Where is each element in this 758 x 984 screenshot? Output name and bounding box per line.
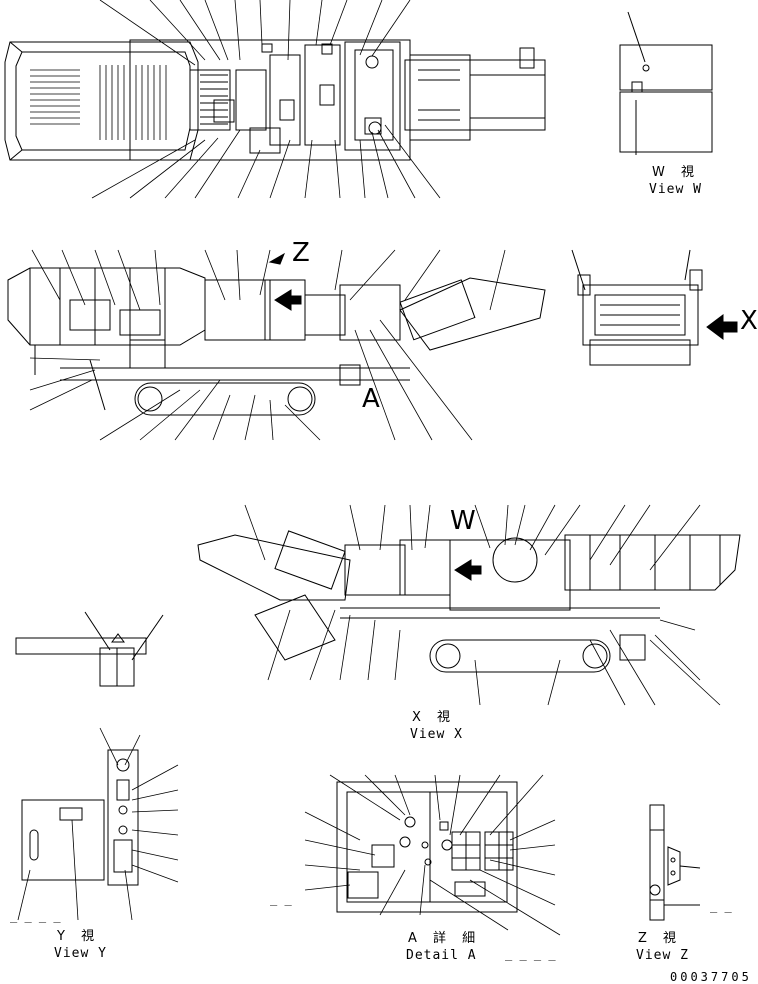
view-x-title-jp: X 視	[412, 710, 457, 725]
view-z-title-en: View Z	[636, 948, 689, 963]
callout-a: A	[362, 384, 381, 414]
dash-marks-4: _ _	[710, 899, 732, 913]
callout-x: X	[740, 306, 758, 336]
small-left-view	[15, 611, 164, 687]
detail-a-title-jp: A 詳 細	[408, 931, 482, 946]
view-x-leaders	[244, 504, 721, 706]
view-y-drawing	[17, 727, 179, 921]
view-w-title-en: View W	[649, 182, 702, 197]
dash-marks-2: _ _ _ _	[505, 947, 556, 961]
view-z-title-jp: Z 視	[638, 931, 683, 946]
top-plan-view	[4, 0, 546, 199]
callout-w: W	[450, 506, 477, 536]
view-w-drawing	[619, 11, 713, 155]
side-view	[7, 249, 546, 441]
dash-marks-3: _ _ _ _	[10, 909, 61, 923]
view-y-title-jp: Y 視	[57, 929, 101, 944]
detail-a-title-en: Detail A	[406, 948, 477, 963]
x-direction-view	[571, 249, 738, 366]
hopper-grille	[30, 65, 167, 140]
view-y-leaders	[17, 727, 179, 921]
top-leaders	[91, 0, 441, 199]
view-y-title-en: View Y	[54, 946, 107, 961]
view-w-title-jp: W 視	[652, 165, 700, 180]
view-x-title-en: View X	[410, 727, 463, 742]
view-z-drawing	[649, 804, 701, 921]
detail-a-leaders	[304, 774, 561, 936]
drawing-number: 00037705	[670, 970, 752, 984]
dash-marks-1: _ _	[270, 892, 292, 906]
side-leaders	[29, 249, 506, 441]
view-x-drawing	[197, 504, 741, 706]
detail-a-drawing	[304, 774, 561, 936]
callout-z: Z	[292, 238, 311, 268]
